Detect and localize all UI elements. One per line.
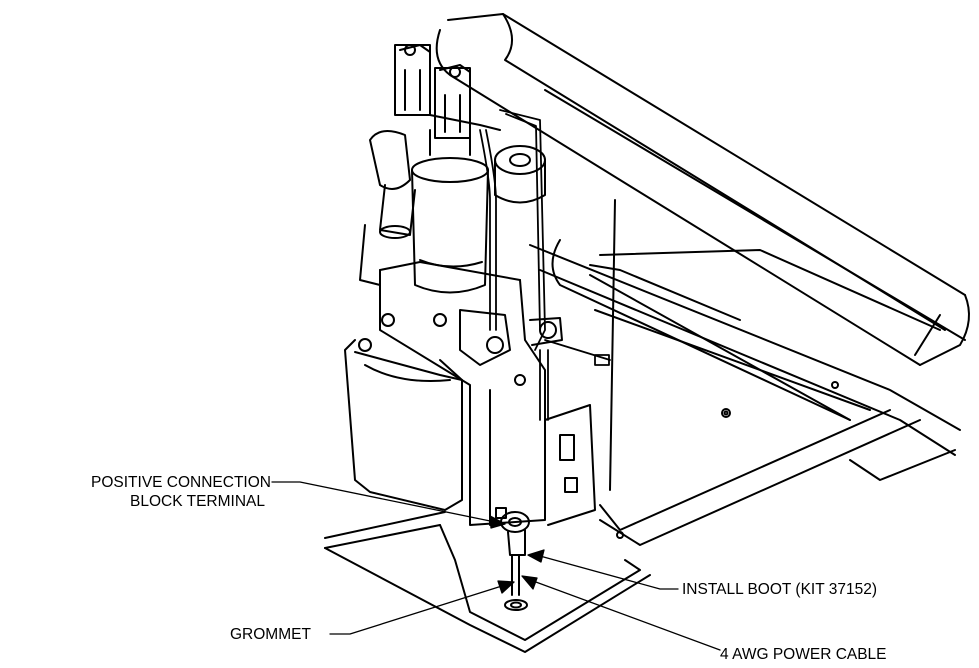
boom-arm: [435, 13, 970, 366]
solenoid-valves: [394, 44, 501, 139]
callout-leaders: [271, 481, 721, 651]
callout-power-cable: 4 AWG POWER CABLE: [720, 646, 887, 663]
reservoir-tank: [344, 339, 463, 511]
mounting-plate: [358, 261, 546, 526]
hydraulic-lines: [479, 109, 611, 421]
elbow-fitting: [359, 130, 416, 286]
base-plate: [324, 511, 651, 653]
callout-positive-connection-block-terminal: POSITIVE CONNECTION BLOCK TERMINAL: [11, 473, 271, 511]
callout-install-boot: INSTALL BOOT (KIT 37152): [682, 581, 877, 598]
control-box: [544, 404, 596, 526]
callout-grommet: GROMMET: [230, 626, 311, 643]
frame-rails: [529, 199, 961, 546]
manifold-valve: [459, 309, 563, 366]
callout-positive-terminal-line1: POSITIVE CONNECTION: [91, 474, 271, 491]
callout-positive-terminal-line2: BLOCK TERMINAL: [130, 493, 265, 510]
